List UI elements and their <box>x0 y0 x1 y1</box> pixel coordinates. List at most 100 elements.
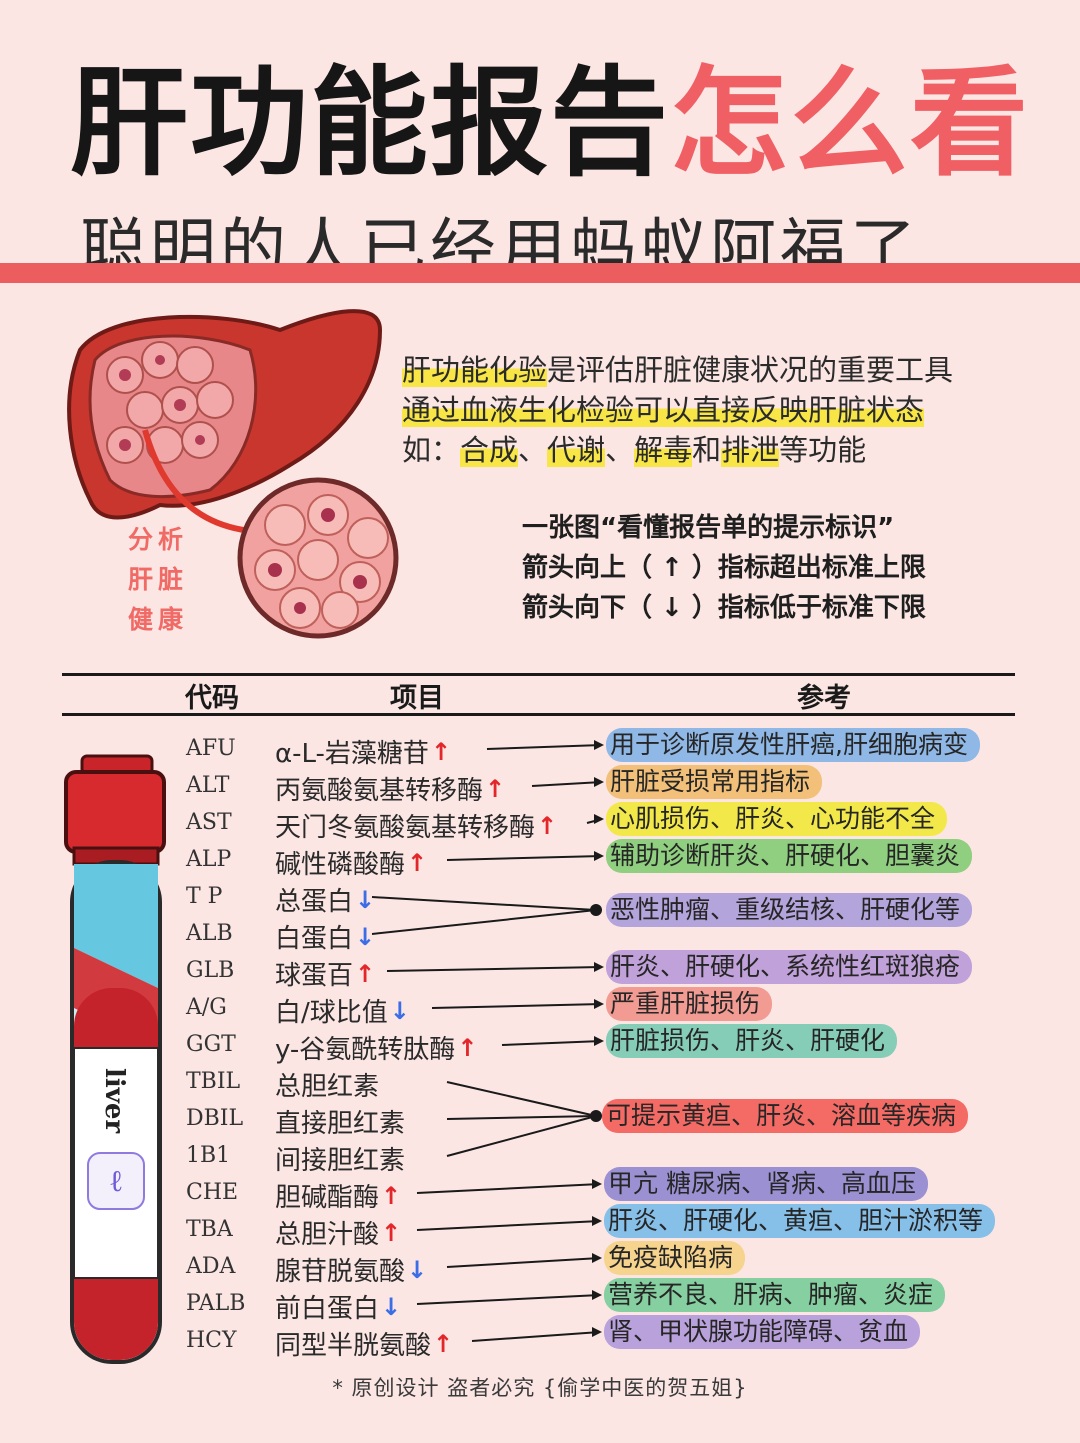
reference-tag: 可提示黄疸、肝炎、溶血等疾病 <box>602 1099 969 1133</box>
arrow-up-icon: ↑ <box>407 848 428 877</box>
arrow-legend: 一张图“看懂报告单的提示标识” 箭头向上（ ↑ ）指标超出标准上限 箭头向下（ … <box>522 508 926 628</box>
row-code: DBIL <box>186 1106 244 1131</box>
side-caption: 分析 肝脏 健康 <box>128 520 188 640</box>
connector-line <box>431 1003 603 1009</box>
row-item-label: 球蛋百 <box>275 961 354 991</box>
row-code: AFU <box>186 736 236 761</box>
intro-highlight-2: 通过血液生化检验可以直接反映肝脏状态 <box>402 393 925 427</box>
row-code: 1B1 <box>186 1143 231 1168</box>
row-code: T P <box>186 884 223 909</box>
row-item-label: 间接胆红素 <box>275 1146 406 1176</box>
table-header-rule <box>62 713 1015 716</box>
liver-illustration <box>67 309 399 639</box>
arrow-up-icon: ↑ <box>355 959 376 988</box>
connector-line <box>416 1220 601 1231</box>
row-item-label: 总蛋白 <box>275 887 354 917</box>
reference-tag: 肝炎、肝硬化、黄疸、胆汁淤积等 <box>604 1204 996 1238</box>
row-item: 直接胆红素 <box>275 1103 405 1140</box>
row-code: ADA <box>186 1254 236 1279</box>
row-code: GLB <box>186 958 235 983</box>
reference-tag: 用于诊断原发性肝癌,肝细胞病变 <box>606 728 980 762</box>
row-code: A/G <box>186 995 227 1020</box>
legend-up: 箭头向上（ ↑ ）指标超出标准上限 <box>522 553 926 583</box>
connector-arrowhead <box>592 1216 602 1226</box>
app-logo-icon: ℓ <box>109 1164 123 1199</box>
row-item: 总胆红素 <box>275 1066 379 1103</box>
row-code: CHE <box>186 1180 239 1205</box>
row-code: ALB <box>186 921 233 946</box>
connector-arrowhead <box>592 1253 602 1263</box>
footer-credit: * 原创设计 盗者必究 {偷学中医的贺五姐} <box>332 1376 748 1400</box>
intro-paragraph: 肝功能化验是评估肝脏健康状况的重要工具 通过血液生化检验可以直接反映肝脏状态 如… <box>402 350 953 470</box>
reference-tag: 恶性肿瘤、重级结核、肝硬化等 <box>606 893 973 927</box>
connector-arrowhead <box>594 999 604 1009</box>
arrow-down-icon: ↓ <box>355 885 376 914</box>
tube-label: liver <box>99 1068 129 1133</box>
reference-tag: 肝炎、肝硬化、系统性红斑狼疮 <box>606 950 973 984</box>
legend-down: 箭头向下（ ↓ ）指标低于标准下限 <box>522 593 926 623</box>
row-item: 白蛋白↓ <box>275 918 375 955</box>
arrow-down-icon: ↓ <box>381 1292 402 1321</box>
connector-line <box>416 1294 601 1305</box>
reference-tag: 甲亢 糖尿病、肾病、高血压 <box>604 1167 928 1201</box>
blood-tube-illustration: liver ℓ <box>64 754 166 1364</box>
row-item-label: 前白蛋白 <box>275 1294 380 1324</box>
row-item-label: 碱性磷酸酶 <box>275 850 406 880</box>
row-item-label: 总胆红素 <box>275 1072 380 1102</box>
connector-arrowhead <box>594 1036 604 1046</box>
connector-arrowhead <box>594 814 604 824</box>
connector-arrowhead <box>594 962 604 972</box>
row-item-label: 腺苷脱氨酸 <box>275 1257 406 1287</box>
connector-arrowhead <box>594 740 604 750</box>
row-item-label: y-谷氨酰转肽酶 <box>275 1035 456 1065</box>
connector-line <box>446 1115 597 1157</box>
row-item: 丙氨酸氨基转移酶↑ <box>275 770 505 807</box>
row-item: 同型半胱氨酸↑ <box>275 1325 453 1362</box>
reference-tag: 肝脏受损常用指标 <box>606 765 823 799</box>
reference-tag: 肝脏损伤、肝炎、肝硬化 <box>606 1024 898 1058</box>
connector-arrowhead <box>592 1179 602 1189</box>
side-line-2: 肝脏 <box>128 565 189 594</box>
legend-title: 一张图“看懂报告单的提示标识” <box>522 513 895 543</box>
connector-line <box>416 1183 601 1194</box>
intro-line-3: 如：合成、代谢、解毒和排泄等功能 <box>402 430 953 470</box>
intro-l3-b: 合成 <box>460 433 519 467</box>
row-item-label: 直接胆红素 <box>275 1109 406 1139</box>
row-item: 间接胆红素 <box>275 1140 405 1177</box>
intro-l3-g: 和 <box>692 433 722 467</box>
connector-line <box>486 744 603 750</box>
intro-line-2: 通过血液生化检验可以直接反映肝脏状态 <box>402 390 953 430</box>
connector-line <box>446 1081 597 1117</box>
row-code: TBIL <box>186 1069 241 1094</box>
row-item-label: 天门冬氨酸氨基转移酶 <box>275 813 536 843</box>
row-item: y-谷氨酰转肽酶↑ <box>275 1029 477 1066</box>
connector-line <box>371 896 597 911</box>
row-code: ALT <box>186 773 230 798</box>
arrow-down-icon: ↓ <box>355 922 376 951</box>
reference-tag: 辅助诊断肝炎、肝硬化、胆囊炎 <box>606 839 973 873</box>
row-code: ALP <box>186 847 232 872</box>
row-item-label: 总胆汁酸 <box>275 1220 380 1250</box>
intro-l3-a: 如： <box>402 433 461 467</box>
table-top-rule <box>62 673 1015 676</box>
row-item: 腺苷脱氨酸↓ <box>275 1251 427 1288</box>
arrow-down-icon: ↓ <box>407 1255 428 1284</box>
reference-tag: 肾、甲状腺功能障碍、贫血 <box>604 1315 921 1349</box>
header-ref: 参考 <box>797 683 851 714</box>
header-code: 代码 <box>185 683 239 714</box>
connector-arrowhead <box>592 1327 602 1337</box>
connector-line <box>371 909 597 935</box>
reference-tag: 营养不良、肝病、肿瘤、炎症 <box>604 1278 946 1312</box>
intro-l3-c: 、 <box>518 433 548 467</box>
arrow-up-icon: ↑ <box>381 1218 402 1247</box>
arrow-up-icon: ↑ <box>537 811 558 840</box>
connector-arrowhead <box>594 851 604 861</box>
intro-l3-e: 、 <box>605 433 635 467</box>
connector-arrowhead <box>594 777 604 787</box>
connector-dot <box>590 1110 602 1122</box>
main-title: 肝功能报告怎么看 <box>70 58 1030 188</box>
row-item-label: 丙氨酸氨基转移酶 <box>275 776 484 806</box>
arrow-down-icon: ↓ <box>389 996 410 1025</box>
row-item-label: 同型半胱氨酸 <box>275 1331 432 1361</box>
